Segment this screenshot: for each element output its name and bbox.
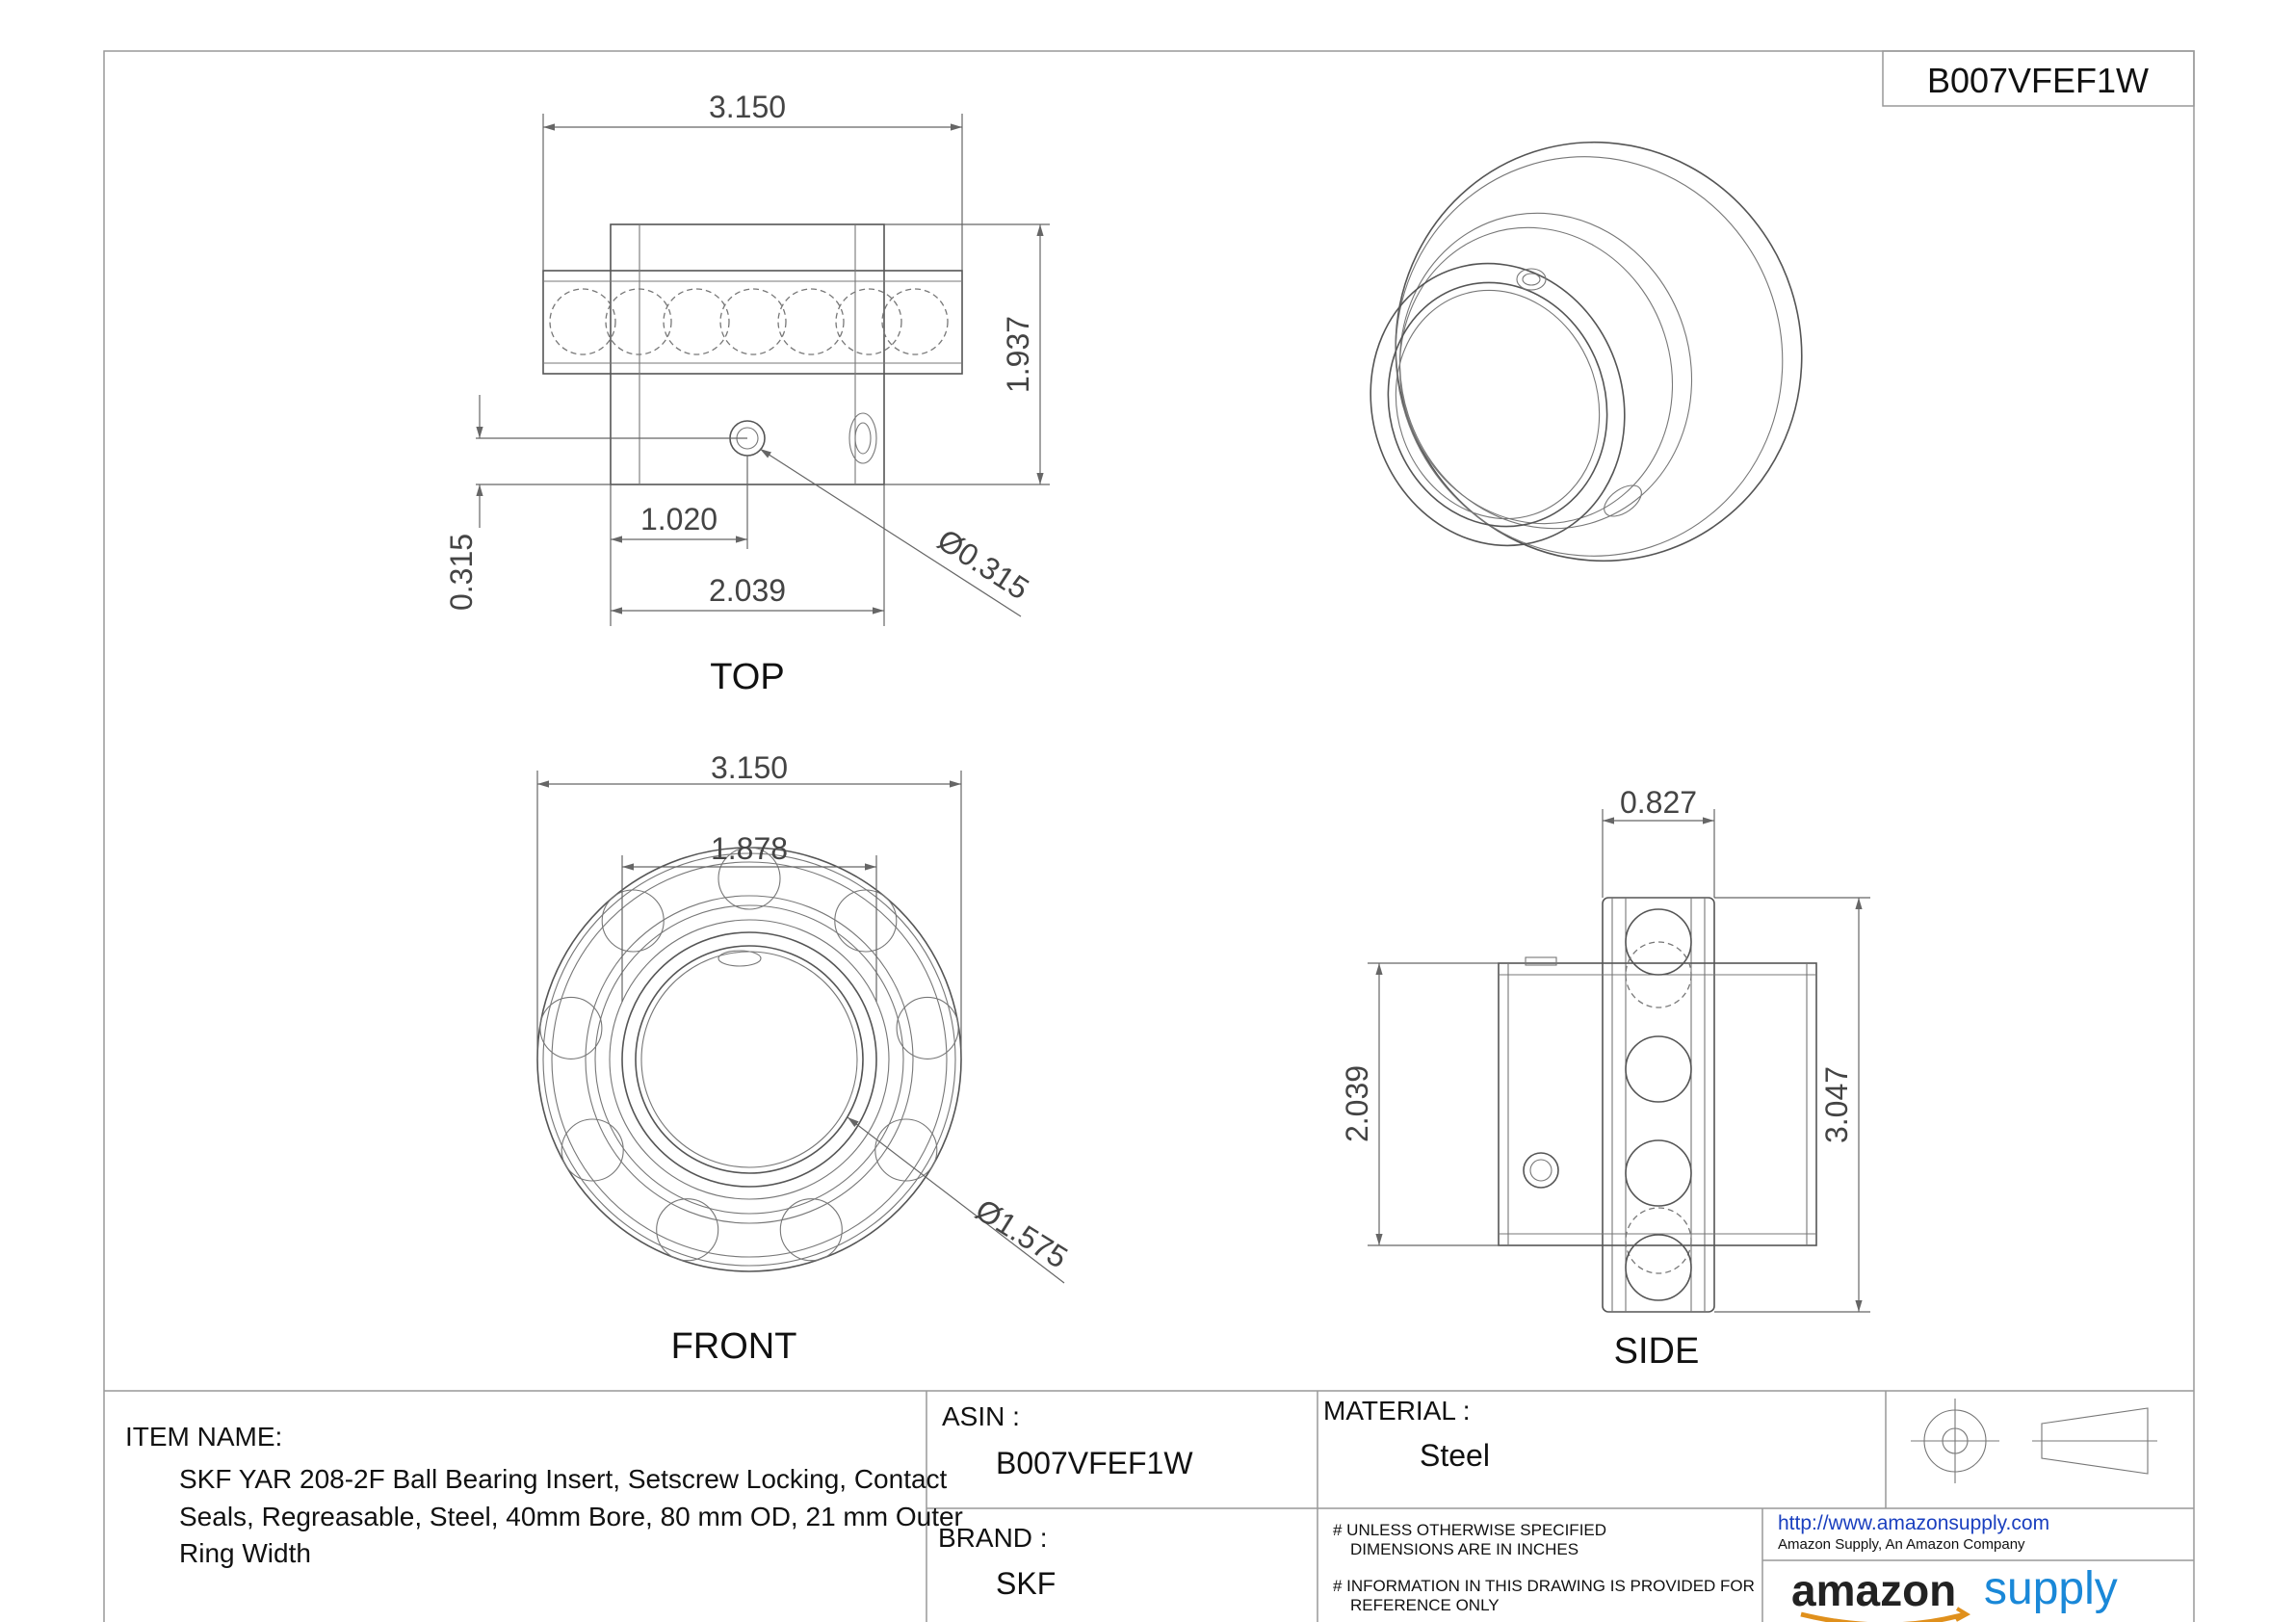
- top-inner-width-dim: 2.039: [709, 573, 786, 608]
- side-view-label: SIDE: [1614, 1331, 1700, 1372]
- material-label: MATERIAL :: [1323, 1396, 1470, 1426]
- item-name-line-1: SKF YAR 208-2F Ball Bearing Insert, Sets…: [179, 1464, 948, 1494]
- asin-value: B007VFEF1W: [996, 1446, 1193, 1480]
- top-view-label: TOP: [710, 657, 784, 697]
- item-name-line-2: Seals, Regreasable, Steel, 40mm Bore, 80…: [179, 1502, 963, 1531]
- material-value: Steel: [1420, 1438, 1490, 1473]
- projection-symbol: [1911, 1399, 2157, 1483]
- note-reference-line-1: # INFORMATION IN THIS DRAWING IS PROVIDE…: [1333, 1577, 1755, 1595]
- title-block: ITEM NAME: SKF YAR 208-2F Ball Bearing I…: [104, 1390, 2194, 1622]
- top-offset-dim: 1.020: [640, 502, 718, 536]
- side-outer-height-dim: 3.047: [1819, 1066, 1854, 1143]
- brand-label: BRAND :: [938, 1523, 1048, 1553]
- asin-header-box: [1882, 50, 2195, 107]
- item-name-label: ITEM NAME:: [125, 1422, 282, 1452]
- front-width-dim: 3.150: [711, 750, 788, 785]
- supplier-company: Amazon Supply, An Amazon Company: [1778, 1536, 2025, 1553]
- side-inner-height-dim: 2.039: [1340, 1065, 1374, 1142]
- top-width-dim: 3.150: [709, 90, 786, 124]
- logo-amazon: amazon: [1791, 1565, 1956, 1615]
- note-units-line-2: DIMENSIONS ARE IN INCHES: [1350, 1540, 1578, 1558]
- front-view: 3.150 1.878 Ø1.575 FRONT: [536, 750, 1074, 1367]
- note-units-line-1: # UNLESS OTHERWISE SPECIFIED: [1333, 1521, 1606, 1539]
- logo-smile-icon: [1800, 1611, 1966, 1622]
- front-ball: [718, 847, 781, 910]
- asin-label: ASIN :: [942, 1401, 1020, 1431]
- front-view-label: FRONT: [671, 1326, 797, 1367]
- amazon-supply-logo: amazon supply: [1791, 1563, 2118, 1622]
- top-height-dim: 1.937: [1001, 316, 1035, 393]
- top-view: 3.150 1.937 0.315 1.020 2.039 Ø0.315 TOP: [444, 90, 1050, 697]
- side-view: 0.827 2.039 3.047 SIDE: [1340, 785, 1870, 1372]
- front-ball: [896, 996, 959, 1060]
- side-width-dim: 0.827: [1620, 785, 1697, 820]
- item-name-line-3: Ring Width: [179, 1538, 311, 1568]
- top-hole-offset-dim: 0.315: [444, 534, 479, 611]
- asin-header-text: B007VFEF1W: [1927, 61, 2149, 100]
- front-ball: [779, 1198, 843, 1262]
- front-inner-width-dim: 1.878: [711, 831, 788, 866]
- front-ball: [539, 996, 603, 1060]
- note-reference-line-2: REFERENCE ONLY: [1350, 1596, 1500, 1614]
- front-ball: [874, 1118, 938, 1182]
- isometric-view: [1370, 141, 1803, 562]
- top-hole-dia-dim: Ø0.315: [931, 522, 1035, 606]
- front-ball: [601, 889, 665, 953]
- front-ball: [834, 889, 898, 953]
- front-ball: [656, 1198, 719, 1262]
- front-bore-dia-dim: Ø1.575: [970, 1192, 1074, 1275]
- sheet-border: [103, 50, 2195, 1622]
- brand-value: SKF: [996, 1566, 1056, 1601]
- supplier-url-link[interactable]: http://www.amazonsupply.com: [1778, 1512, 2049, 1534]
- front-ball: [561, 1118, 624, 1182]
- logo-supply: supply: [1984, 1563, 2118, 1614]
